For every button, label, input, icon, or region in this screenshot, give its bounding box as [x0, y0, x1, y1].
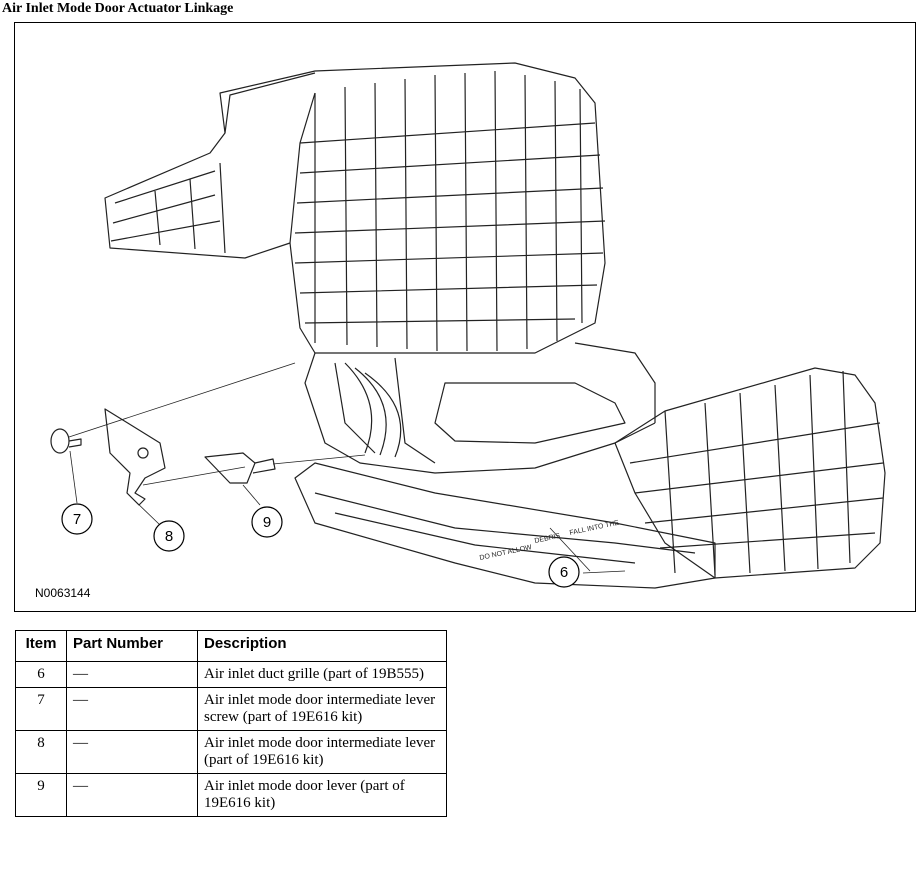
parts-table: Item Part Number Description 6 — Air inl… [15, 630, 447, 817]
row-description: Air inlet mode door lever (part of 19E61… [197, 773, 447, 817]
table-row: 8 — Air inlet mode door intermediate lev… [15, 730, 447, 774]
row-part-number: — [66, 661, 198, 688]
header-part-number: Part Number [66, 630, 198, 662]
callout-label-6: 6 [560, 564, 568, 581]
callout-label-8: 8 [165, 528, 173, 545]
callout-circle-9 [251, 506, 283, 538]
callout-circle-7 [61, 503, 93, 535]
callout-circle-8 [153, 520, 185, 552]
table-row: 7 — Air inlet mode door intermediate lev… [15, 687, 447, 731]
row-item: 9 [15, 773, 67, 817]
table-row: 9 — Air inlet mode door lever (part of 1… [15, 773, 447, 817]
row-item: 6 [15, 661, 67, 688]
assembly-illustration: DEBRIS FALL INTO THE DO NOT ALLOW 7 8 9 … [50, 62, 886, 589]
page-title: Air Inlet Mode Door Actuator Linkage [2, 1, 234, 16]
row-item: 8 [15, 730, 67, 774]
row-description: Air inlet mode door intermediate lever (… [197, 730, 447, 774]
row-part-number: — [66, 730, 198, 774]
callout-circle-6 [548, 556, 580, 588]
row-part-number: — [66, 773, 198, 817]
row-part-number: — [66, 687, 198, 731]
header-item: Item [15, 630, 67, 662]
row-description: Air inlet duct grille (part of 19B555) [197, 661, 447, 688]
table-row: 6 — Air inlet duct grille (part of 19B55… [15, 661, 447, 688]
duct-label-fall: FALL INTO THE [569, 520, 620, 537]
row-item: 7 [15, 687, 67, 731]
table-header-row: Item Part Number Description [15, 630, 447, 662]
row-description: Air inlet mode door intermediate lever s… [197, 687, 447, 731]
figure-id: N0063144 [35, 586, 91, 600]
callout-label-7: 7 [73, 511, 81, 528]
exploded-view-figure: DEBRIS FALL INTO THE DO NOT ALLOW 7 8 9 … [14, 22, 916, 612]
duct-label-debris: DEBRIS [534, 533, 561, 545]
header-description: Description [197, 630, 447, 662]
callout-label-9: 9 [263, 514, 271, 531]
